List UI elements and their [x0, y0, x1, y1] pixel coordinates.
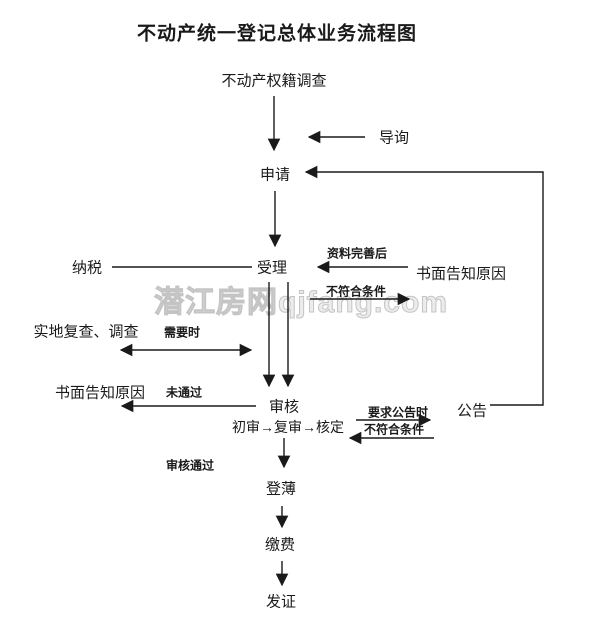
- node-notify-reason-right: 书面告知原因: [415, 265, 507, 283]
- node-notify-reason-left: 书面告知原因: [54, 384, 146, 402]
- node-announce: 公告: [456, 402, 488, 420]
- label-not-qualified-bottom: 不符合条件: [363, 422, 425, 437]
- node-pay: 缴费: [264, 536, 296, 554]
- node-review: 审核: [268, 398, 300, 416]
- node-issue: 发证: [265, 593, 297, 611]
- node-accept: 受理: [256, 259, 288, 277]
- label-not-qualified-right: 不符合条件: [325, 284, 387, 299]
- label-not-passed: 未通过: [165, 385, 203, 400]
- node-survey: 不动产权籍调查: [221, 72, 327, 90]
- node-apply: 申请: [259, 166, 291, 184]
- arrow-announce-return-to-apply: [304, 165, 544, 406]
- label-when-needed: 需要时: [163, 325, 201, 340]
- node-inquiry: 导询: [378, 129, 410, 147]
- label-announcement-required: 要求公告时: [367, 405, 429, 420]
- node-review-steps: 初审→复审→核定: [232, 419, 344, 435]
- node-field-check: 实地复查、调查: [33, 323, 139, 341]
- node-register: 登薄: [265, 480, 297, 498]
- node-tax: 纳税: [71, 259, 103, 277]
- label-after-documents-completed: 资料完善后: [326, 246, 388, 261]
- page-title: 不动产统一登记总体业务流程图: [136, 23, 418, 45]
- label-review-passed: 审核通过: [165, 458, 215, 473]
